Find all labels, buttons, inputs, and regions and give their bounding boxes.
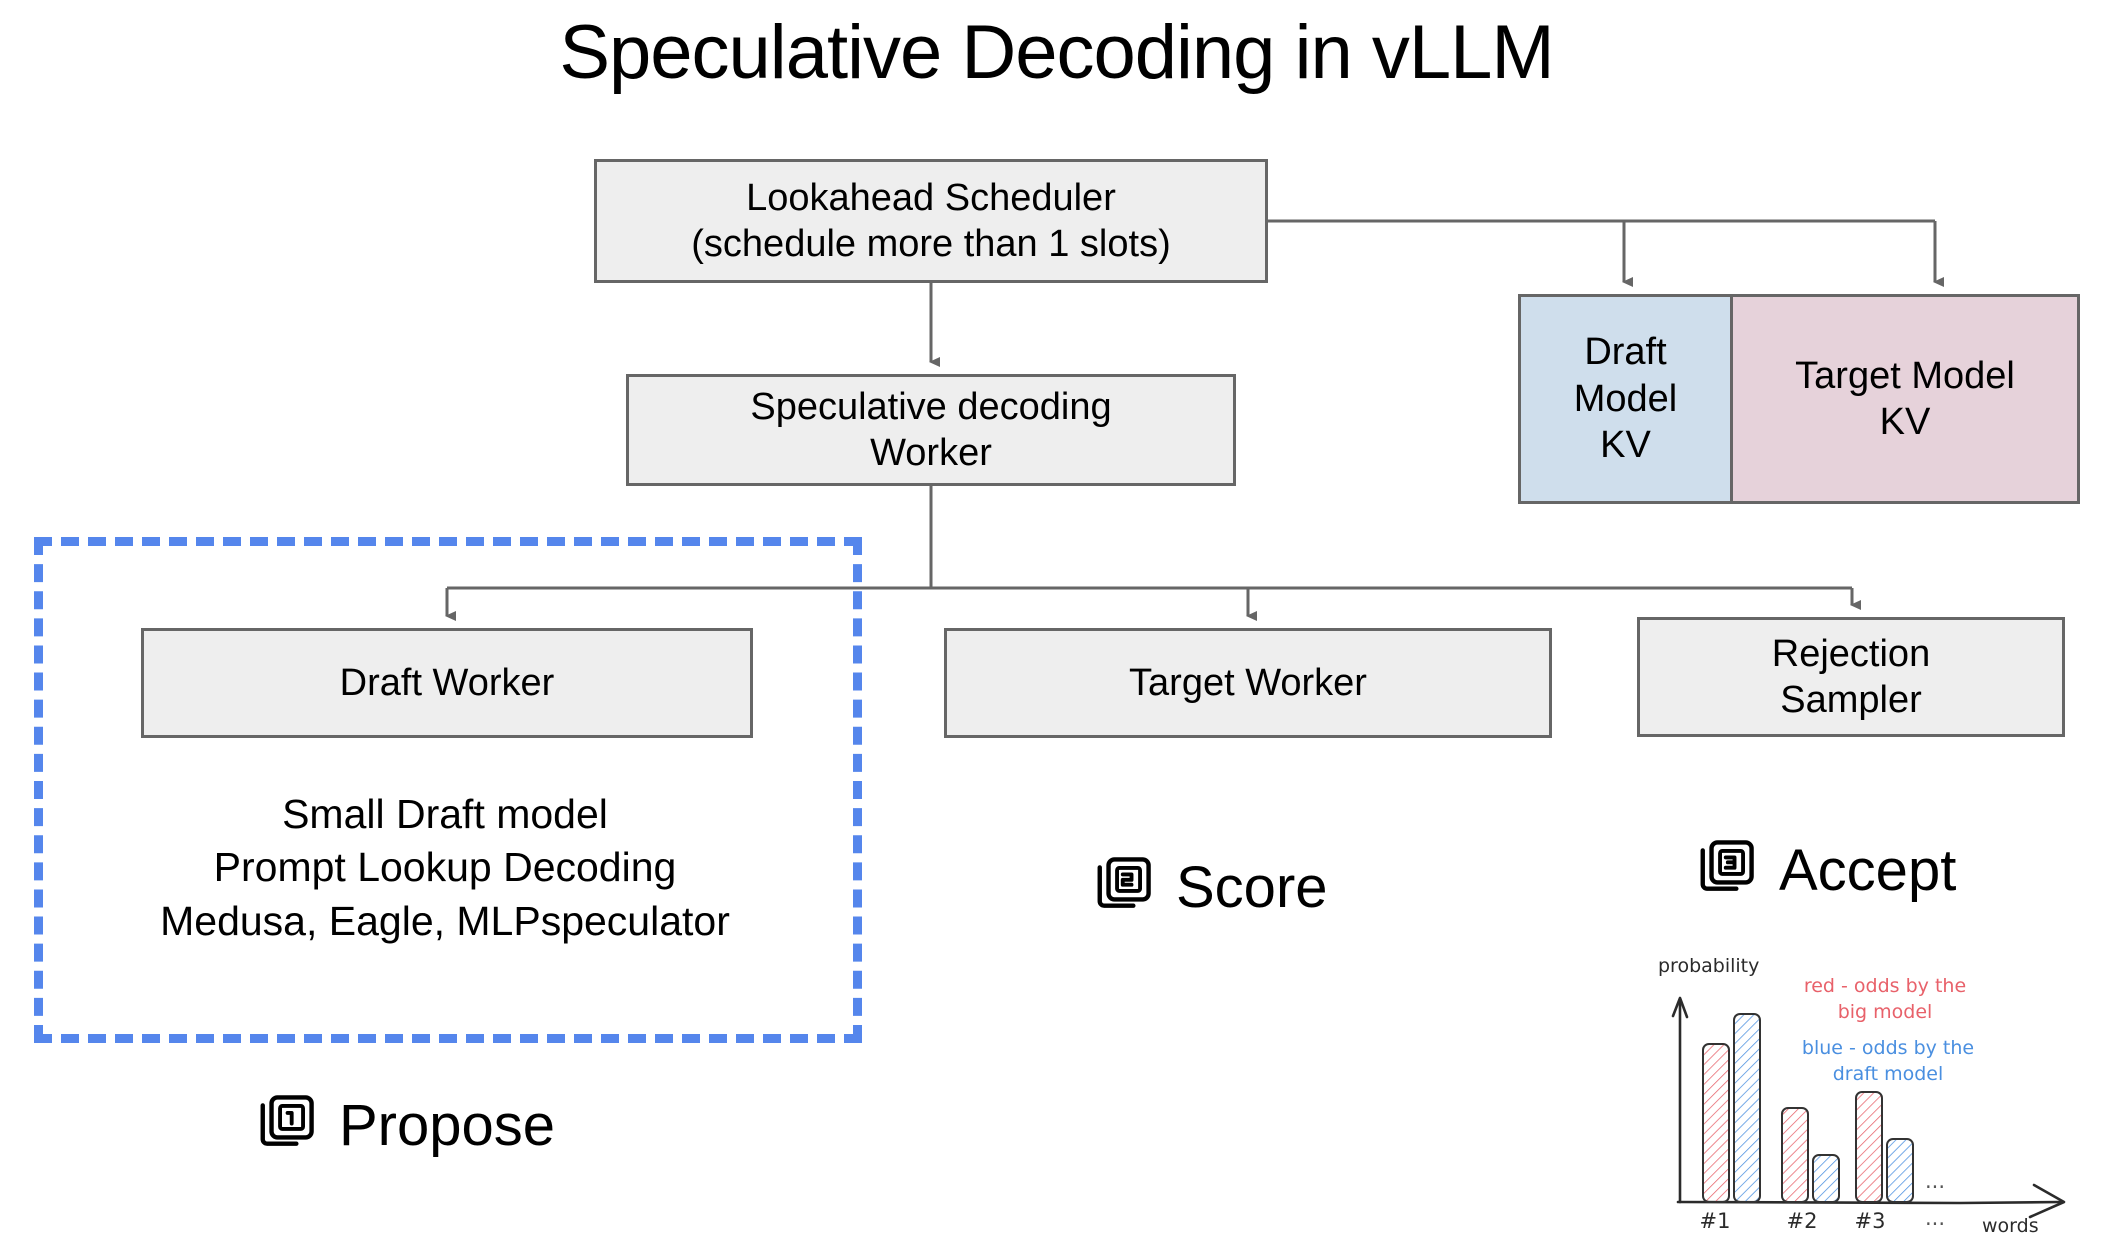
spec-worker-line-1: Speculative decoding [750,385,1112,428]
rejection-sampler-line-1: Rejection [1771,632,1931,675]
bar-group-2 [1781,1107,1840,1203]
chart-xlabel: words [1982,1215,2039,1237]
draft-kv-line-2: Model [1573,377,1678,420]
step-accept: Accept [1695,837,1956,904]
bar-group-3 [1855,1091,1914,1203]
legend-blue-line-2: draft model [1833,1063,1944,1085]
looks-two-icon [1092,854,1154,921]
accept-probability-sketch-chart: probability words #1 [1630,940,2100,1240]
rejection-sampler-line-2: Sampler [1780,679,1922,721]
propose-highlight-region [34,537,862,1043]
draft-method-line-2: Prompt Lookup Decoding [213,844,677,891]
target-kv-line-2: KV [1879,401,1931,443]
chart-tick-3: #3 [1855,1209,1886,1233]
chart-y-axis [1671,996,1689,1204]
chart-tick-1: #1 [1700,1209,1731,1233]
step-score-label: Score [1176,854,1328,920]
target-kv-line-1: Target Model [1795,354,2015,397]
draft-kv-line-1: Draft [1584,331,1667,374]
bar-group-1 [1702,1013,1761,1203]
bar-2-red [1781,1107,1809,1203]
chart-x-axis [1676,1183,2066,1219]
bar-3-blue [1886,1138,1914,1203]
node-lookahead-scheduler[interactable]: Lookahead Scheduler (schedule more than … [594,159,1268,283]
node-rejection-sampler[interactable]: Rejection Sampler [1637,617,2065,737]
chart-legend: red - odds by the big model blue - odds … [1802,975,1974,1085]
step-score: Score [1092,854,1328,921]
node-target-model-kv[interactable]: Target Model KV [1730,294,2080,504]
draft-worker-label: Draft Worker [339,661,555,704]
target-worker-label: Target Worker [1129,661,1367,704]
draft-kv-line-3: KV [1600,424,1651,467]
step-accept-label: Accept [1779,837,1957,903]
page-title: Speculative Decoding in vLLM [559,10,1554,95]
looks-one-icon [255,1092,317,1159]
bar-2-blue [1812,1154,1840,1203]
bar-1-blue [1733,1013,1761,1203]
node-speculative-decoding-worker[interactable]: Speculative decoding Worker [626,374,1236,486]
legend-red-line-1: red - odds by the [1804,975,1966,997]
spec-worker-line-2: Worker [870,432,992,474]
scheduler-line-1: Lookahead Scheduler [746,176,1116,219]
legend-red-line-2: big model [1838,1001,1933,1023]
scheduler-line-2: (schedule more than 1 slots) [691,223,1171,265]
step-propose-label: Propose [339,1092,556,1158]
chart-ylabel: probability [1658,955,1759,977]
step-propose: Propose [255,1092,555,1159]
node-draft-model-kv[interactable]: Draft Model KV [1518,294,1730,504]
chart-ellipsis-above: ... [1925,1169,1945,1193]
draft-method-line-3: Medusa, Eagle, MLPspeculator [160,897,730,944]
draft-worker-methods: Small Draft model Prompt Lookup Decoding… [50,788,840,948]
legend-blue-line-1: blue - odds by the [1802,1037,1974,1059]
chart-tick-2: #2 [1787,1209,1818,1233]
bar-3-red [1855,1091,1883,1203]
chart-ellipsis-below: ... [1925,1206,1945,1230]
looks-three-icon [1695,837,1757,904]
node-target-worker[interactable]: Target Worker [944,628,1552,738]
node-draft-worker[interactable]: Draft Worker [141,628,753,738]
draft-method-line-1: Small Draft model [282,791,608,837]
bar-1-red [1702,1043,1730,1203]
